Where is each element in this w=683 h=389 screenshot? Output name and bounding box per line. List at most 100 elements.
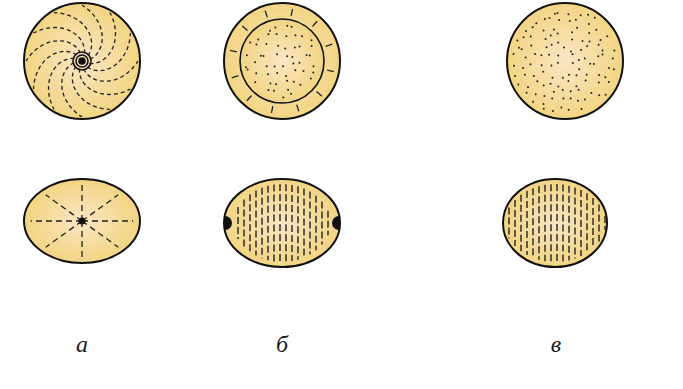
yolk-dot [578, 89, 580, 91]
yolk-dot [275, 83, 277, 85]
yolk-dot [291, 26, 293, 28]
panel-letter: а [76, 330, 88, 358]
yolk-dot [286, 25, 288, 27]
vertical-dash [580, 190, 581, 256]
yolk-dot [267, 33, 269, 35]
yolk-dot [593, 63, 595, 65]
yolk-dot [284, 48, 286, 50]
yolk-dot [533, 75, 535, 77]
yolk-dot [535, 22, 537, 24]
yolk-dot [285, 75, 287, 77]
yolk-dot [286, 55, 288, 57]
ring-tick [230, 50, 237, 51]
vertical-dash [297, 186, 298, 259]
yolk-dot [580, 14, 582, 16]
spiral-arm [34, 51, 77, 89]
vertical-dash [604, 216, 605, 230]
yolk-dot [525, 30, 527, 32]
yolk-dot [571, 39, 573, 41]
yolk-dot [285, 35, 287, 37]
yolk-dot [249, 41, 251, 43]
yolk-dot [266, 65, 268, 67]
yolk-dot [589, 40, 591, 42]
yolk-dot [543, 103, 545, 105]
spiral-arm [34, 28, 85, 54]
yolk-dot [562, 98, 564, 100]
yolk-dot [599, 39, 601, 41]
ring-tick [232, 76, 239, 78]
yolk-dot [551, 44, 553, 46]
panel-letter: в [551, 330, 561, 358]
vertical-dash [538, 186, 539, 260]
yolk-dot [567, 80, 569, 82]
vertical-dash [550, 184, 551, 262]
yolk-dot [550, 83, 552, 85]
yolk-dot [294, 34, 296, 36]
yolk-dot [580, 108, 582, 110]
yolk-dot [588, 23, 590, 25]
egg-top-a [24, 3, 140, 119]
yolk-dot [246, 54, 248, 56]
yolk-dot [310, 39, 312, 41]
ring-tick [326, 44, 333, 46]
yolk-dot [247, 68, 249, 70]
yolk-dot [572, 62, 574, 64]
yolk-dot [254, 81, 256, 83]
yolk-dot [269, 30, 271, 32]
yolk-dot [595, 29, 597, 31]
yolk-dot [602, 49, 604, 51]
yolk-dot [273, 90, 275, 92]
yolk-dot [545, 38, 547, 40]
vertical-dash [568, 186, 569, 261]
yolk-dot [586, 45, 588, 47]
yolk-dot [581, 40, 583, 42]
yolk-dot [245, 66, 247, 68]
yolk-dot [567, 13, 569, 15]
yolk-dot [580, 49, 582, 51]
vertical-dash [592, 198, 593, 248]
yolk-dot [578, 68, 580, 70]
vertical-dash [526, 191, 527, 255]
vertical-dash [267, 186, 268, 260]
yolk-dot [571, 31, 573, 33]
centre-ring [79, 58, 85, 64]
yolk-dot [612, 57, 614, 59]
yolk-dot [604, 76, 606, 78]
yolk-dot [512, 53, 514, 55]
yolk-dot [516, 40, 518, 42]
vertical-dash [574, 187, 575, 258]
ring-tick [312, 21, 317, 26]
yolk-dot [532, 26, 534, 28]
yolk-dot [553, 91, 555, 93]
yolk-dot [563, 47, 565, 49]
egg-side-c [503, 179, 607, 267]
yolk-dot [570, 98, 572, 100]
yolk-dot [557, 54, 559, 56]
vertical-dash [532, 188, 533, 258]
yolk-dot [274, 66, 276, 68]
yolk-dot [301, 35, 303, 37]
radial-line [81, 184, 82, 221]
yolk-dot [269, 82, 271, 84]
radial-line [46, 195, 82, 221]
yolk-dot [282, 65, 284, 67]
yolk-dot [570, 50, 572, 52]
ring-tick [247, 95, 252, 100]
yolk-dot [601, 53, 603, 55]
yolk-dot [578, 59, 580, 61]
yolk-dot [312, 72, 314, 74]
yolk-dot [562, 77, 564, 79]
yolk-dot [276, 53, 278, 55]
spiral-arm [79, 69, 130, 95]
radial-line [31, 220, 82, 221]
yolk-dot [594, 17, 596, 19]
vertical-dash [520, 195, 521, 252]
yolk-dot [532, 101, 534, 103]
spiral-arm [26, 41, 80, 61]
yolk-dot [576, 27, 578, 29]
yolk-dot [265, 43, 267, 45]
yolk-dot [276, 72, 278, 74]
yolk-dot [588, 32, 590, 34]
yolk-dot [524, 74, 526, 76]
egg-side-b [224, 179, 340, 267]
